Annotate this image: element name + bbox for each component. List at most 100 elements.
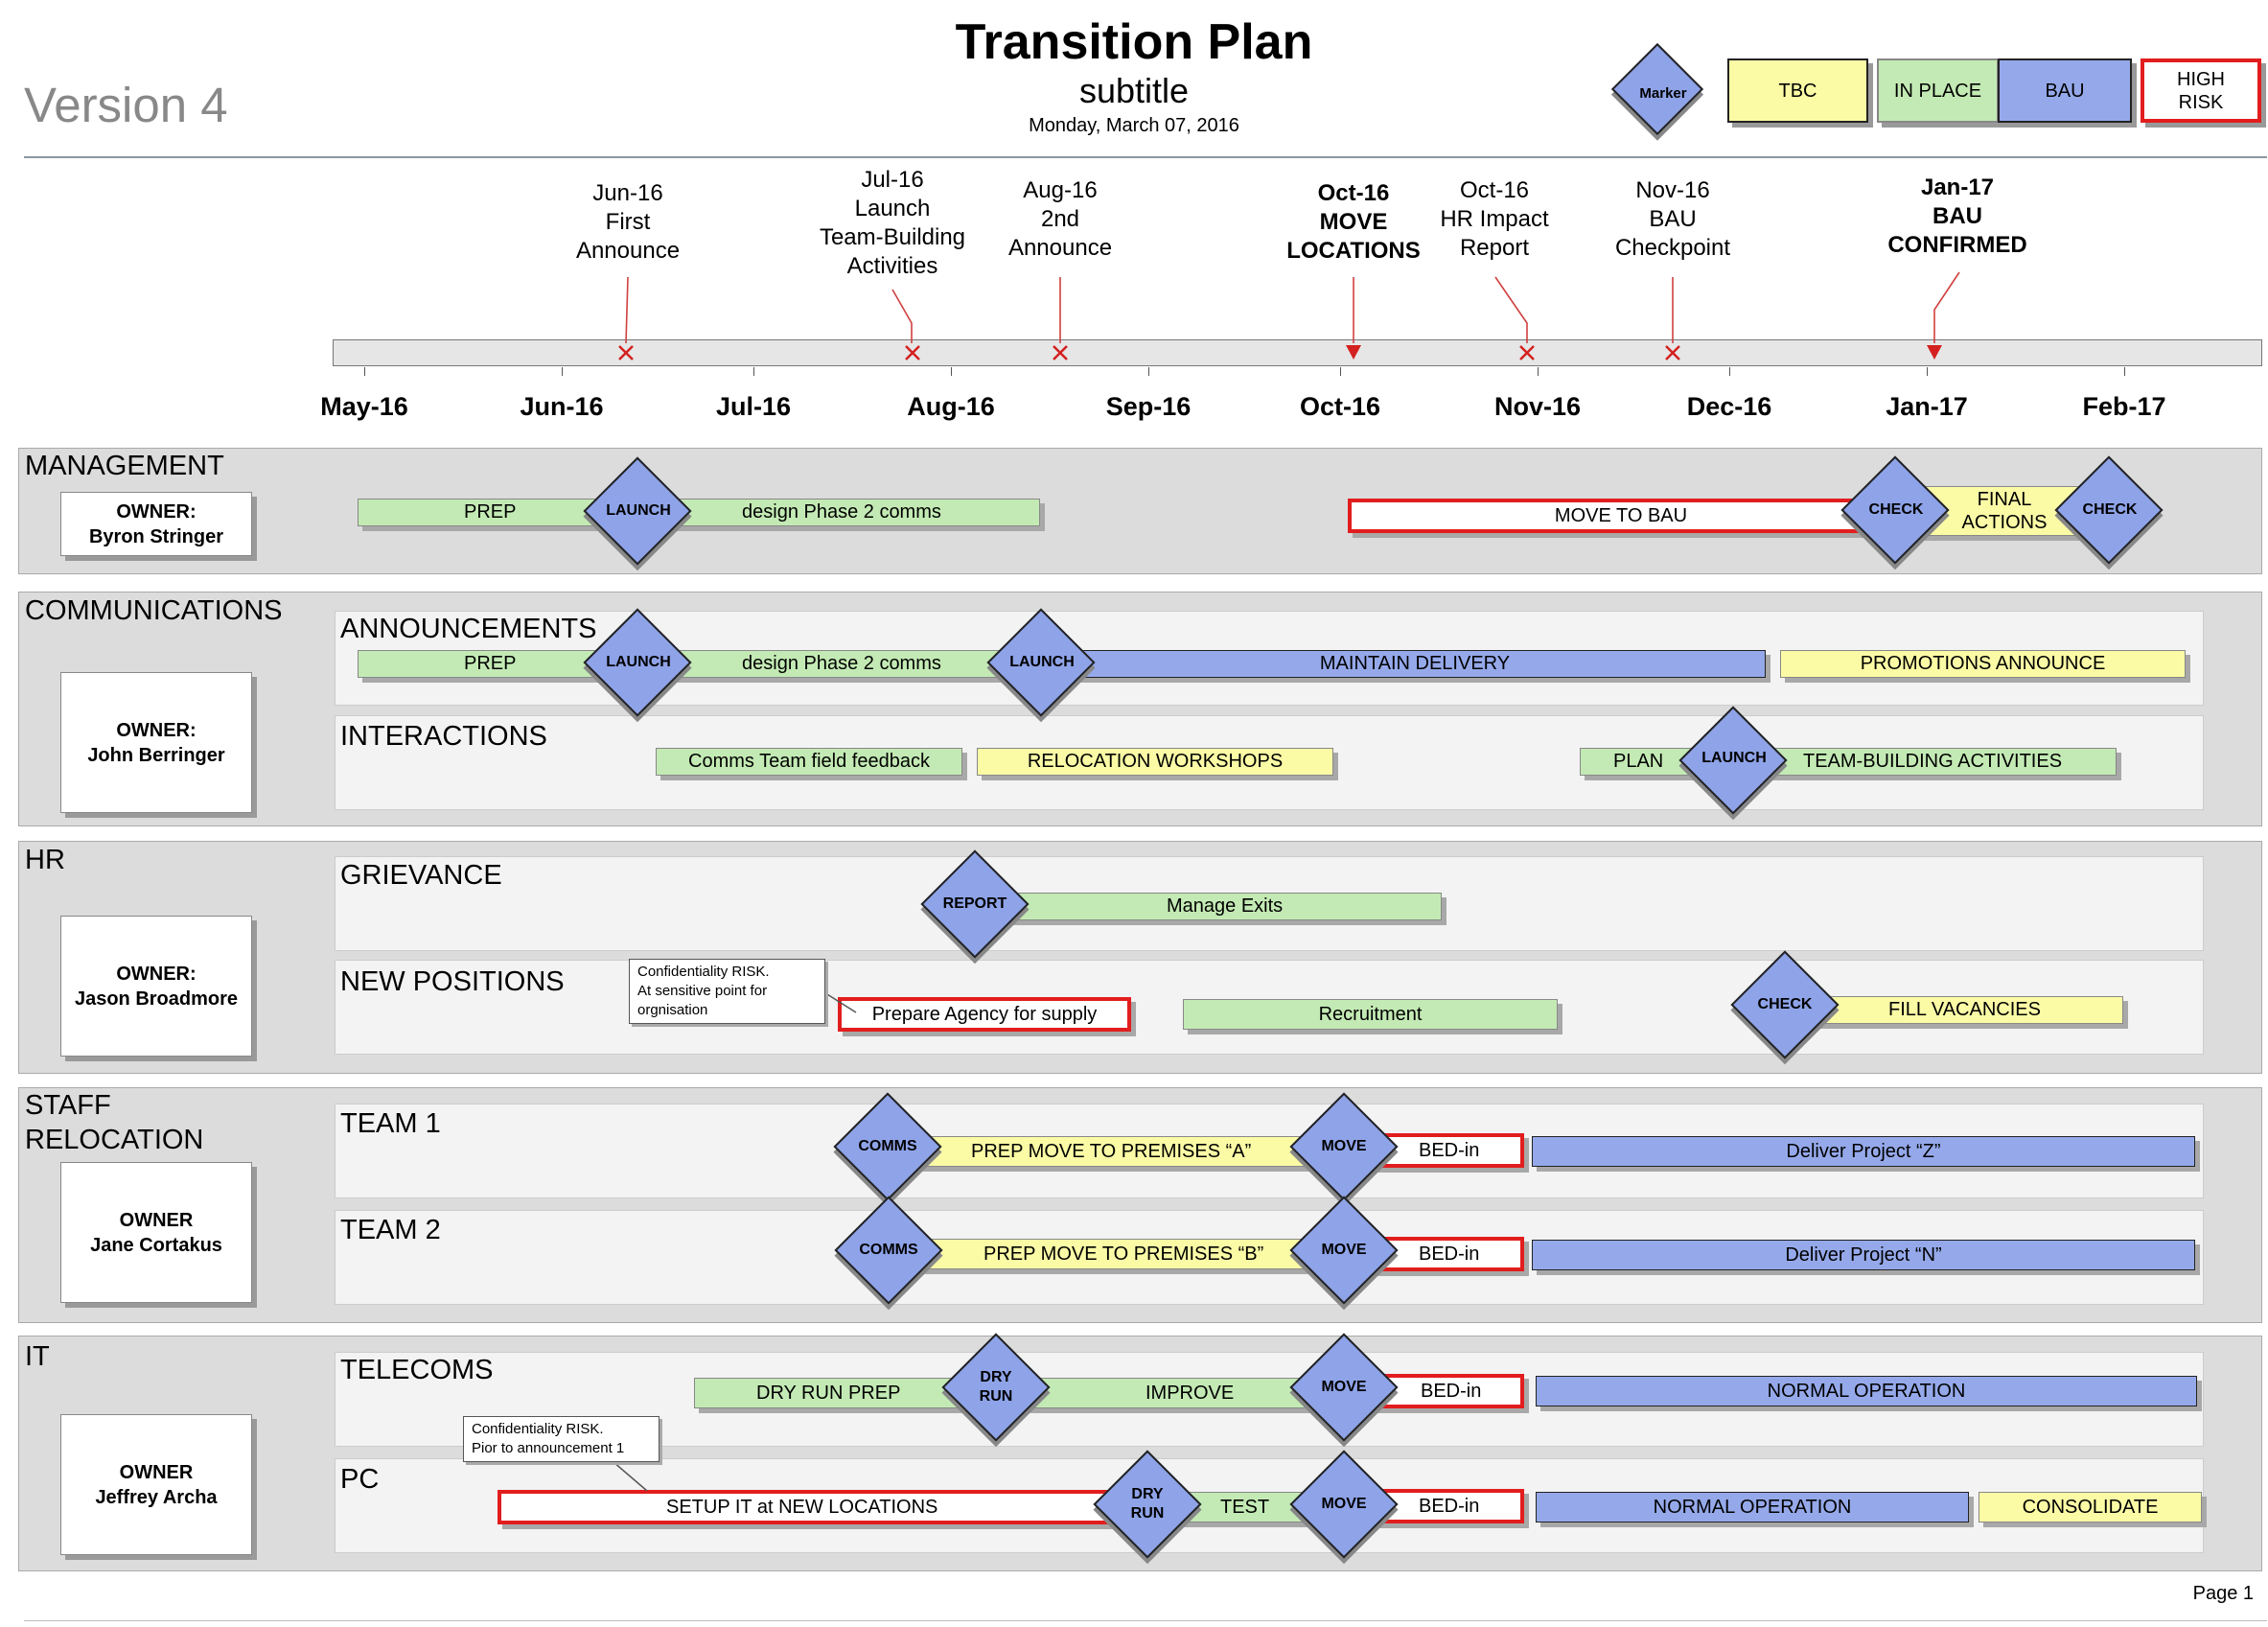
timeline-tick [1927,367,1928,376]
section-title: MANAGEMENT [25,451,224,481]
task-bar: PREP MOVE TO PREMISES “B” [897,1239,1344,1269]
page-title: Transition Plan [955,14,1313,70]
note-pointer [613,1462,648,1492]
lane-title: INTERACTIONS [340,721,547,752]
marker-label: LAUNCH [606,654,671,670]
task-bar: Comms Team field feedback [656,748,962,776]
task-bar: PLAN TEAM-BUILDING ACTIVITIES [1580,748,2117,776]
lane-title: NEW POSITIONS [340,966,565,997]
legend-marker-label: Marker [1639,85,1687,102]
month-label: May-16 [320,392,408,421]
marker-label: LAUNCH [606,502,671,519]
month-label: Sep-16 [1105,392,1192,421]
legend-high-risk-line1: HIGH [2177,68,2225,90]
month-label: Jul-16 [715,392,792,421]
marker-label: CHECK [2082,501,2138,518]
month-label: Aug-16 [907,392,995,421]
task-bar: Prepare Agency for supply [838,997,1131,1032]
page-date: Monday, March 07, 2016 [1029,115,1239,136]
timeline-tick [951,367,952,376]
task-bar: Recruitment [1183,999,1558,1030]
marker-label: LAUNCH [1009,654,1075,670]
page-subtitle: subtitle [1078,71,1190,110]
task-bar: BED-in [1369,1133,1524,1168]
timeline-bar [333,339,2262,366]
lane-title: ANNOUNCEMENTS [340,614,597,644]
task-bar: MOVE TO BAU [1348,499,1894,533]
task-bar: PREP MOVE TO PREMISES “A” [890,1136,1342,1167]
timeline-tick [753,367,754,376]
lane-title: GRIEVANCE [340,860,502,891]
section-title: HR [25,845,65,875]
marker-label: MOVE [1321,1242,1367,1258]
month-label: Jan-17 [1886,392,1968,421]
legend-tbc: TBC [1727,58,1868,123]
task-bar: FILL VACANCIES [1785,996,2123,1024]
task-bar: SETUP IT at NEW LOCATIONS [498,1490,1145,1524]
month-label: Dec-16 [1686,392,1772,421]
task-bar: Deliver Project “Z” [1532,1136,2195,1167]
legend-high-risk-line2: RISK [2178,91,2224,113]
section-title: COMMUNICATIONS [25,595,283,626]
marker-label: REPORT [942,895,1007,912]
task-bar: PREP design Phase 2 comms [358,650,1040,678]
owner-box: OWNER:John Berringer [60,672,252,813]
task-bar: RELOCATION WORKSHOPS [977,748,1333,776]
legend-marker: Marker [1610,42,1709,141]
month-label: Feb-17 [2082,392,2166,421]
owner-box: OWNER:Byron Stringer [60,492,252,556]
marker-label: CHECK [1757,996,1813,1012]
lane-title: TELECOMS [340,1355,494,1385]
task-bar: PREP design Phase 2 comms [358,499,1040,526]
marker-label: MOVE [1321,1138,1367,1154]
lane-title: TEAM 2 [340,1215,441,1245]
version-label: Version 4 [24,78,228,132]
marker-label: LAUNCH [1701,750,1767,766]
footer-divider [24,1620,2267,1621]
task-bar: BED-in [1369,1237,1524,1271]
timeline-tick [1340,367,1341,376]
marker-label: MOVE [1321,1496,1367,1512]
timeline-tick [2124,367,2125,376]
lane-title: PC [340,1464,380,1495]
task-bar: Manage Exits [1003,893,1442,920]
task-bar: PROMOTIONS ANNOUNCE [1780,650,2186,678]
note-pointer [820,989,857,1013]
legend-in-place: IN PLACE [1877,58,1999,123]
risk-note: Confidentiality RISK.Pior to announcemen… [463,1416,660,1462]
marker-label: MOVE [1321,1379,1367,1395]
month-label: Jun-16 [520,392,604,421]
marker-label: CHECK [1868,501,1924,518]
timeline-tick [1148,367,1149,376]
legend-high-risk: HIGH RISK [2141,58,2261,123]
task-bar: NORMAL OPERATION [1536,1492,1969,1522]
marker-label: COMMS [858,1138,917,1154]
header-divider [24,156,2267,158]
risk-note: Confidentiality RISK.At sensitive point … [629,959,825,1024]
timeline-tick [562,367,563,376]
task-bar: CONSOLIDATE [1979,1492,2202,1522]
lane-title: TEAM 1 [340,1108,441,1139]
owner-box: OWNER:Jason Broadmore [60,916,252,1057]
task-bar: Deliver Project “N” [1532,1240,2195,1270]
milestone-connectors [618,271,1960,360]
legend-bau: BAU [1998,58,2132,123]
marker-label: COMMS [859,1242,918,1258]
page-number: Page 1 [2192,1583,2254,1604]
task-bar: MAINTAIN DELIVERY [1064,650,1766,678]
month-label: Nov-16 [1493,392,1582,421]
month-label: Oct-16 [1299,392,1381,421]
timeline-tick [364,367,365,376]
